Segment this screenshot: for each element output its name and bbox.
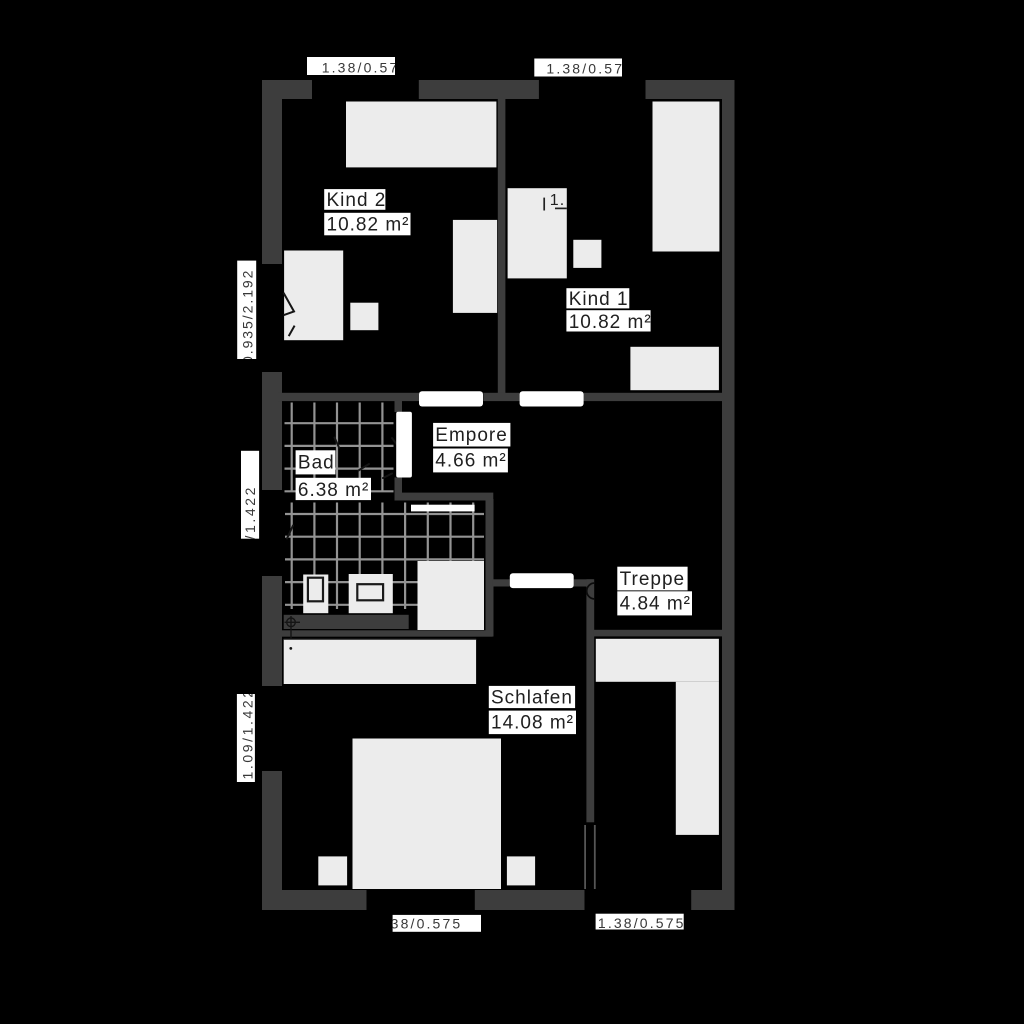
svg-text:6.38 m²: 6.38 m² <box>298 480 369 501</box>
svg-text:4.66 m²: 4.66 m² <box>435 451 506 472</box>
svg-text:Treppe: Treppe <box>620 569 686 590</box>
svg-text:Empore: Empore <box>435 425 508 446</box>
svg-text:Schlafen: Schlafen <box>491 688 573 709</box>
svg-text:1.09/1.422: 1.09/1.422 <box>240 687 256 779</box>
svg-text:0.935/2.192: 0.935/2.192 <box>240 269 256 364</box>
svg-text:/1.422: /1.422 <box>242 485 258 540</box>
svg-text:1.: 1. <box>550 192 565 209</box>
svg-text:Kind 1: Kind 1 <box>569 289 629 310</box>
svg-text:1.38/0.575: 1.38/0.575 <box>546 60 634 76</box>
svg-text:1.38/0.575: 1.38/0.575 <box>598 915 686 931</box>
svg-text:10.82 m²: 10.82 m² <box>327 215 410 236</box>
svg-text:Bad: Bad <box>298 453 335 474</box>
svg-text:14.08 m²: 14.08 m² <box>491 712 574 733</box>
svg-text:1.38/0.575: 1.38/0.575 <box>322 59 410 75</box>
svg-text:4.84 m²: 4.84 m² <box>620 594 691 615</box>
svg-text:Kind 2: Kind 2 <box>327 190 387 211</box>
svg-text:1.38/0.575: 1.38/0.575 <box>375 915 463 931</box>
svg-text:10.82 m²: 10.82 m² <box>569 312 652 333</box>
